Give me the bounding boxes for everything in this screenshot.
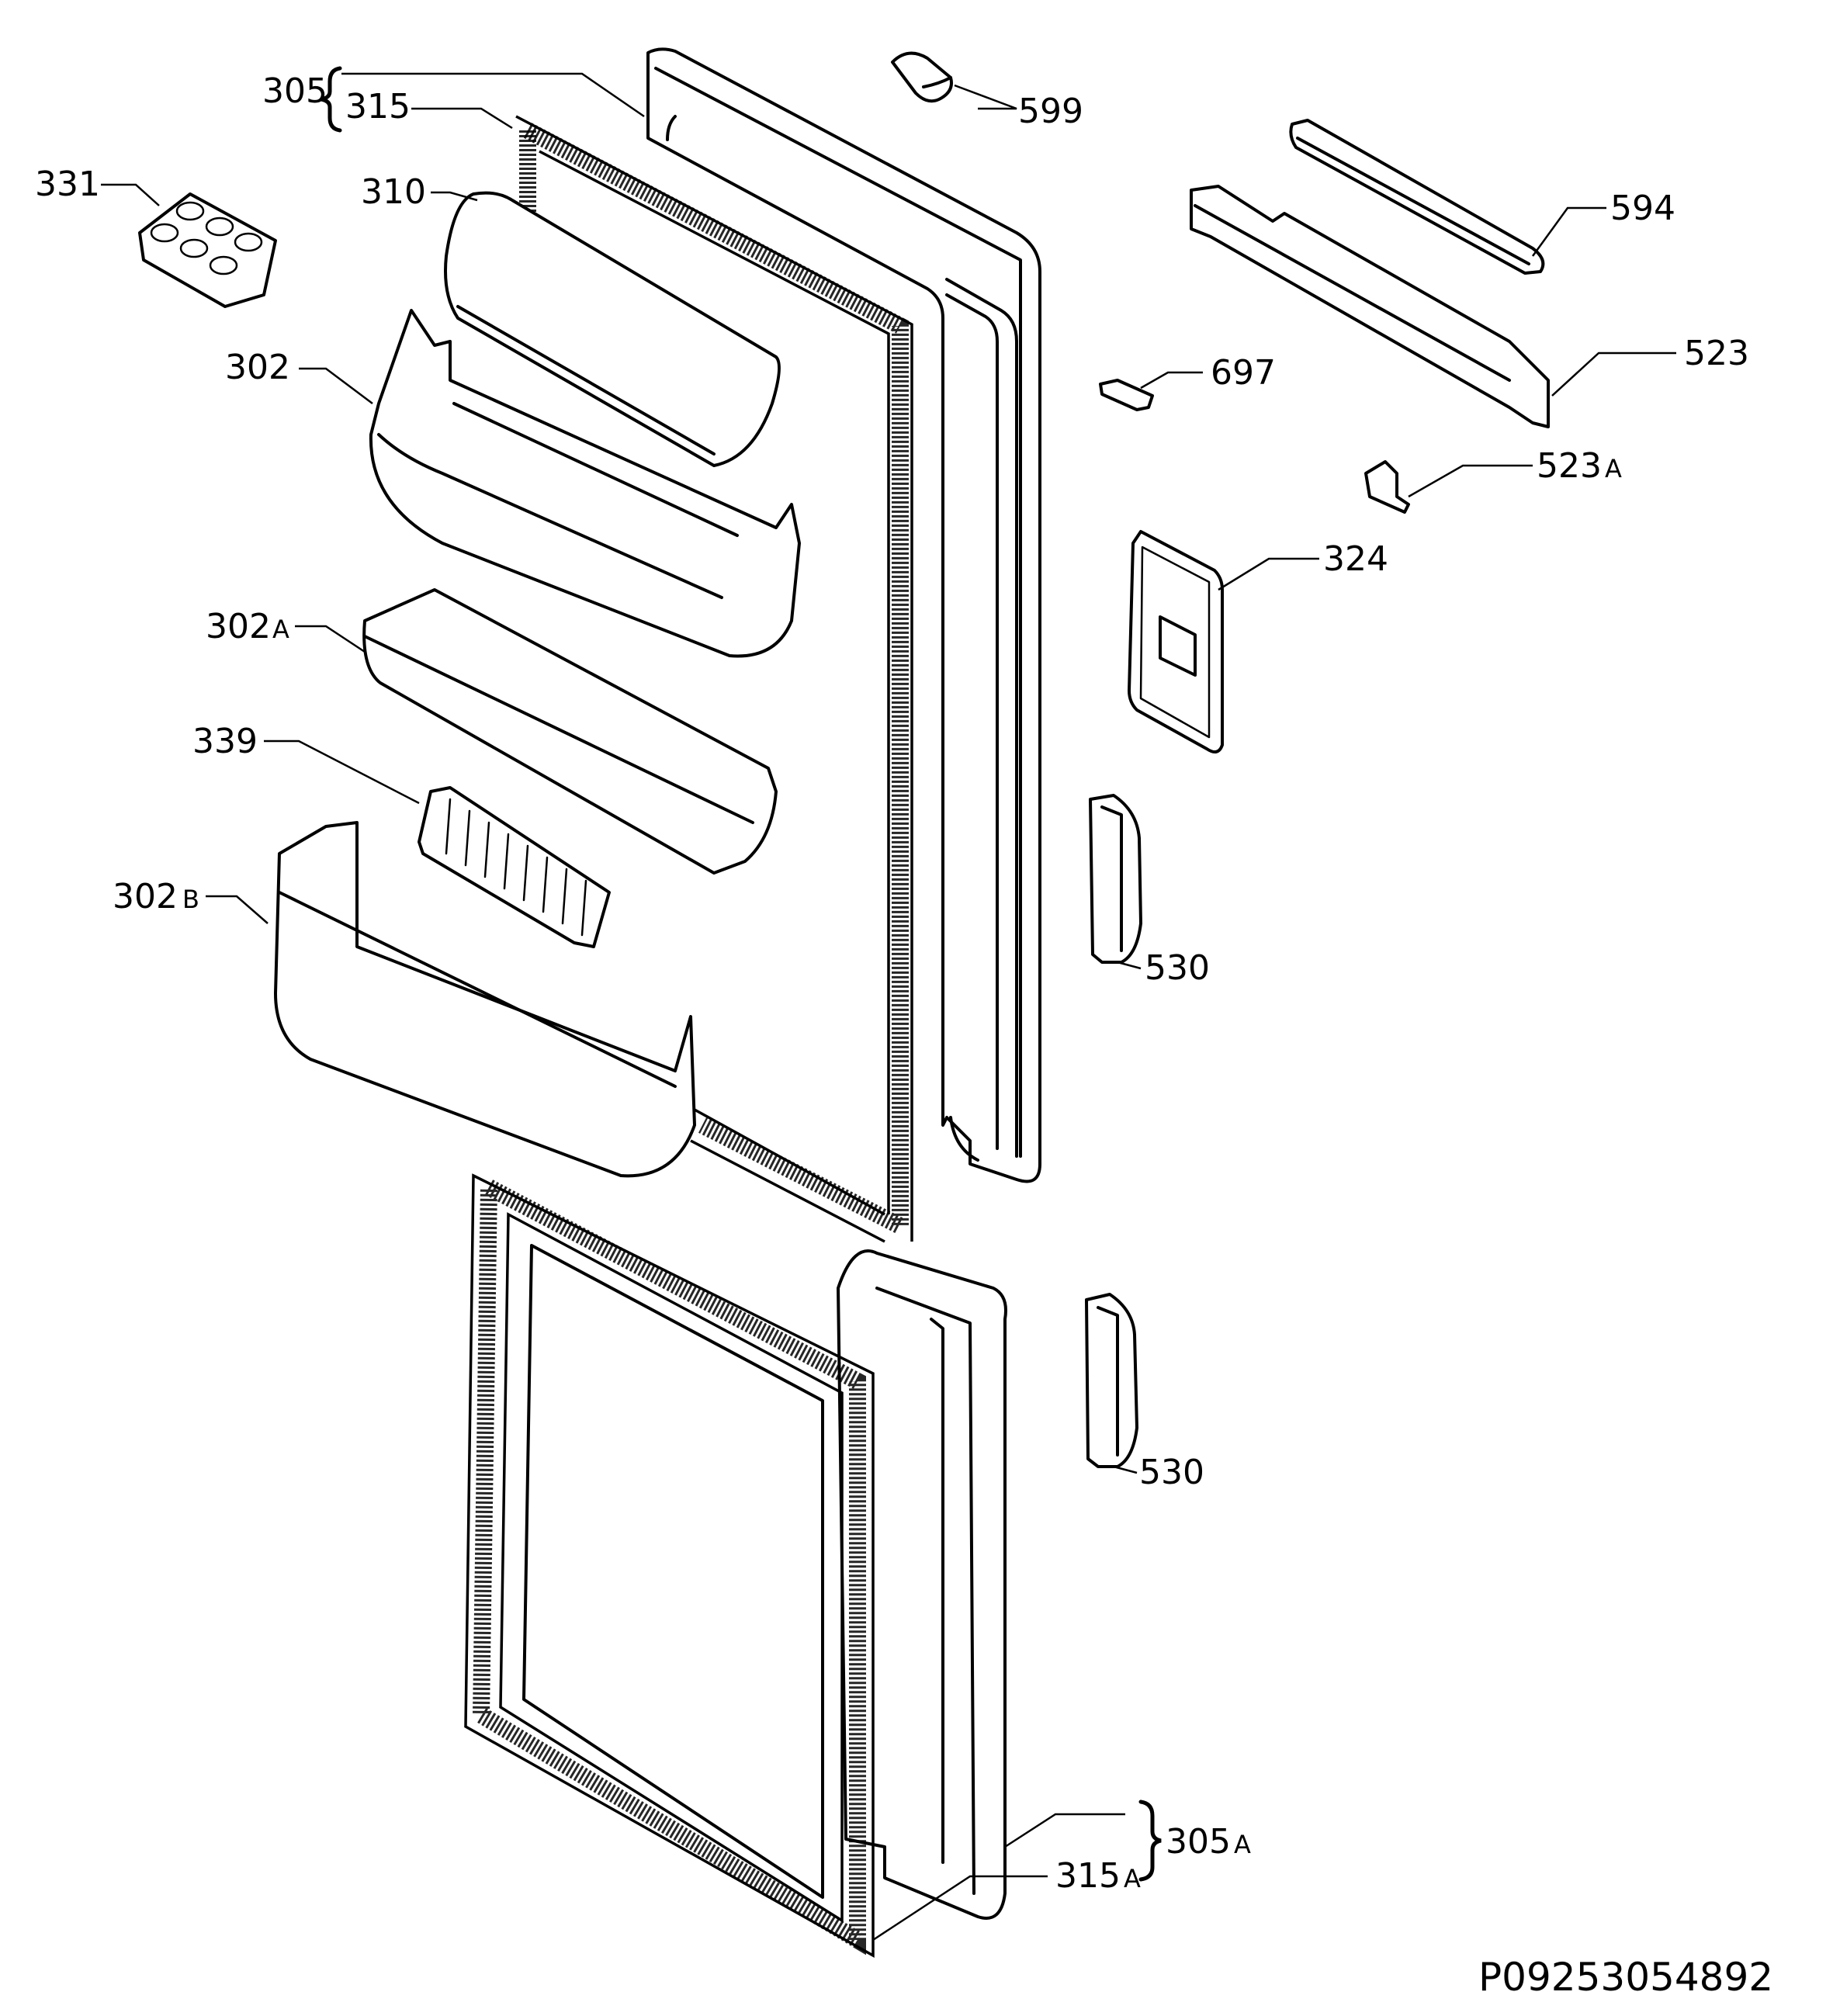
label-599: 599	[1018, 92, 1083, 131]
bottle-holder-339	[418, 786, 611, 948]
label-305: 305	[262, 71, 327, 111]
handle-523	[1190, 185, 1550, 428]
upper-door-panel	[646, 47, 1041, 1183]
label-697: 697	[1211, 353, 1276, 393]
label-302: 302	[225, 348, 290, 387]
upper-door-gasket	[515, 115, 913, 1243]
diagram-code: P09253054892	[1478, 1955, 1773, 2000]
egg-tray-331	[138, 192, 277, 308]
label-331: 331	[35, 165, 100, 204]
clip-523a	[1364, 460, 1410, 514]
dairy-compartment-cover	[444, 191, 781, 467]
label-310: 310	[361, 172, 426, 212]
label-594: 594	[1610, 189, 1675, 228]
seal-frame-324	[1128, 530, 1224, 753]
label-315: 315	[345, 87, 411, 126]
label-302a: 302A	[206, 607, 289, 646]
door-shelf-302	[369, 309, 801, 658]
cylinder-part-599	[891, 51, 953, 103]
label-530-top: 530	[1145, 948, 1210, 988]
lower-door-gasket	[464, 1173, 875, 1958]
brace-305a	[1138, 1800, 1162, 1882]
door-shelf-302a	[362, 588, 778, 875]
clip-697	[1099, 379, 1154, 411]
label-530-bottom: 530	[1139, 1453, 1204, 1492]
label-324: 324	[1323, 539, 1388, 579]
door-handle-530-top	[1089, 794, 1142, 964]
door-handle-530-bottom	[1085, 1293, 1138, 1468]
leader-lines	[101, 72, 1676, 1942]
label-523: 523	[1684, 334, 1749, 373]
label-339: 339	[192, 722, 258, 761]
lower-door-panel	[837, 1249, 1007, 1920]
brace-305	[321, 66, 342, 133]
braces	[321, 66, 1162, 1882]
door-shelf-302b	[274, 821, 696, 1178]
